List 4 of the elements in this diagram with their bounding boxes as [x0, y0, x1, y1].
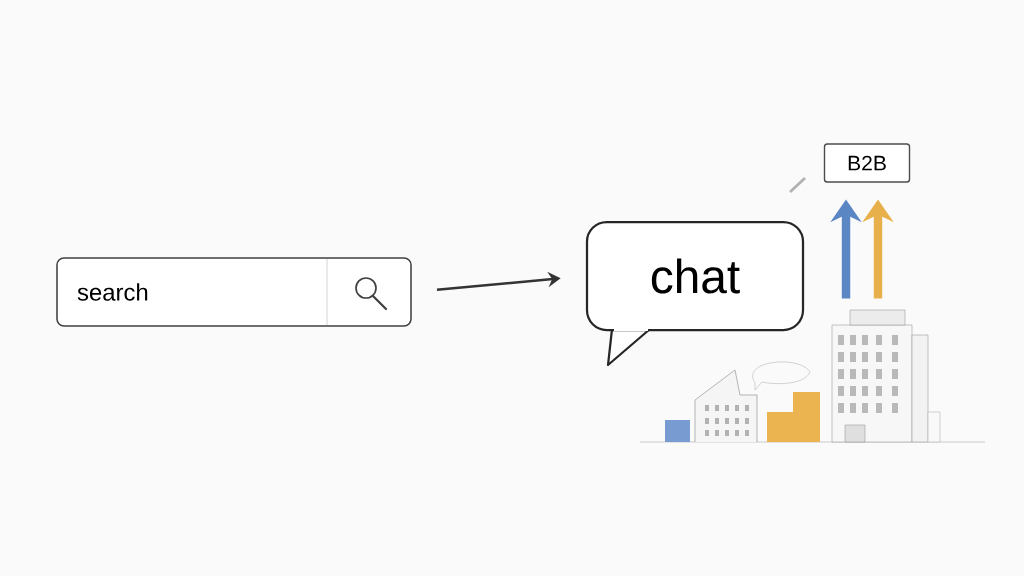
city-drawing: [639, 309, 986, 443]
label-box: B2B: [823, 143, 911, 183]
search-box: search: [56, 257, 412, 327]
speech-bubble: chat: [585, 220, 805, 367]
